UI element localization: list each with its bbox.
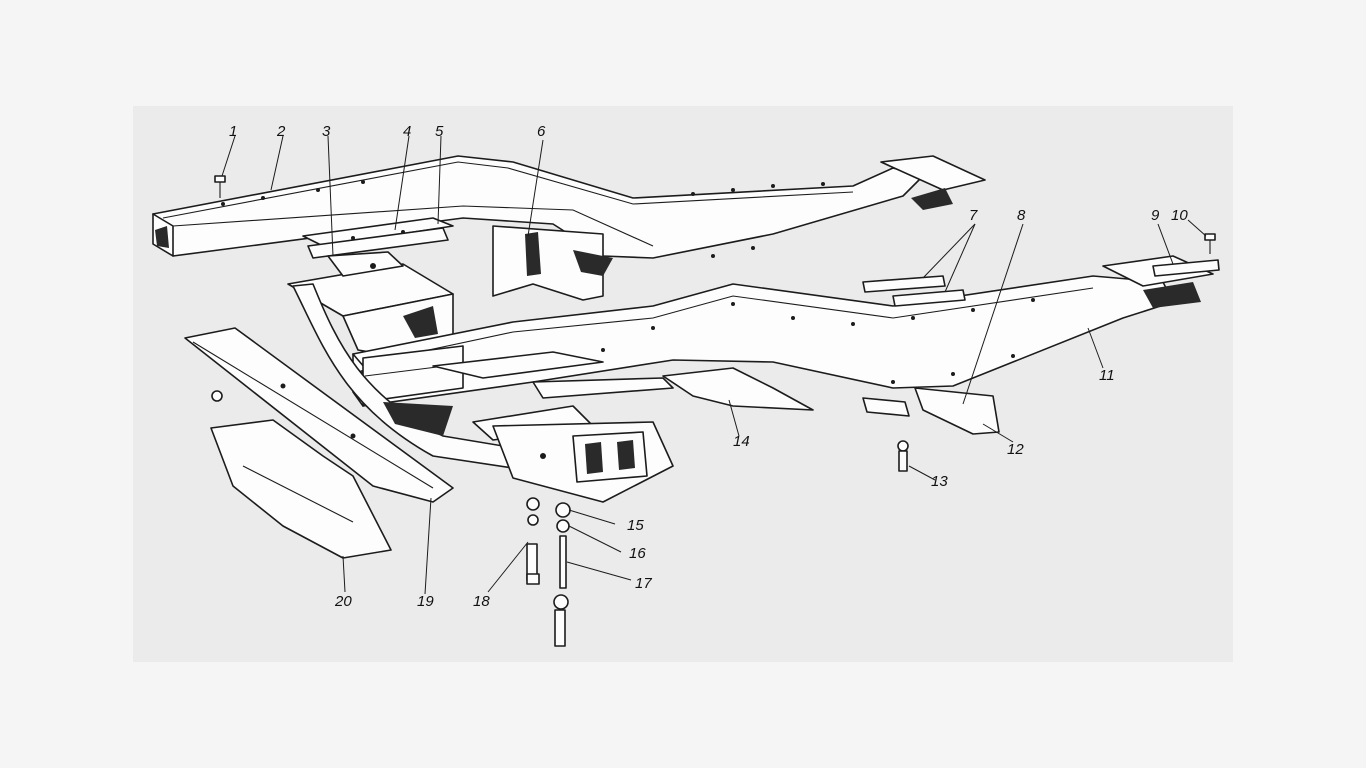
callout-5: 5 <box>435 123 444 140</box>
callout-17: 17 <box>635 575 652 592</box>
callout-19: 19 <box>417 593 434 610</box>
callout-10: 10 <box>1171 207 1188 224</box>
callout-15: 15 <box>627 517 644 534</box>
callout-18: 18 <box>473 593 490 610</box>
left-side-rail <box>152 155 986 301</box>
part-7-plates <box>862 275 966 307</box>
small-nut <box>211 390 223 402</box>
part-1-bolt <box>214 175 226 198</box>
fastener-stack <box>526 497 571 647</box>
part-10-bolt <box>1204 233 1216 254</box>
callout-2: 2 <box>276 123 286 140</box>
reinforcement-plates <box>302 217 454 259</box>
diagram-canvas: 1 2 3 4 5 6 7 8 9 10 11 12 13 14 15 16 1… <box>152 123 1220 647</box>
part-12-bracket <box>914 387 1000 435</box>
callout-13: 13 <box>931 473 948 490</box>
callout-labels: 1 2 3 4 5 6 7 8 9 10 11 12 13 14 15 16 1… <box>229 123 1188 610</box>
callout-16: 16 <box>629 545 646 562</box>
callout-6: 6 <box>537 123 546 140</box>
part-20-panel <box>210 419 392 559</box>
callout-7: 7 <box>969 207 978 224</box>
callout-1: 1 <box>229 123 237 140</box>
frame-exploded-diagram: 1 2 3 4 5 6 7 8 9 10 11 12 13 14 15 16 1… <box>133 106 1233 662</box>
callout-4: 4 <box>403 123 411 140</box>
right-side-rail <box>352 255 1214 407</box>
part-13-bolt <box>897 440 909 472</box>
callout-11: 11 <box>1099 367 1115 384</box>
rear-mount-bracket <box>492 421 674 503</box>
part-19-bar <box>184 327 454 503</box>
callout-9: 9 <box>1151 207 1160 224</box>
callout-8: 8 <box>1017 207 1026 224</box>
part-14-panel <box>662 367 814 411</box>
callout-20: 20 <box>334 593 352 610</box>
part-9-plate <box>1152 259 1220 277</box>
part-12-plate <box>862 397 910 417</box>
leader-lines <box>221 135 1207 595</box>
callout-12: 12 <box>1007 441 1024 458</box>
callout-3: 3 <box>322 123 331 140</box>
callout-14: 14 <box>733 433 750 450</box>
